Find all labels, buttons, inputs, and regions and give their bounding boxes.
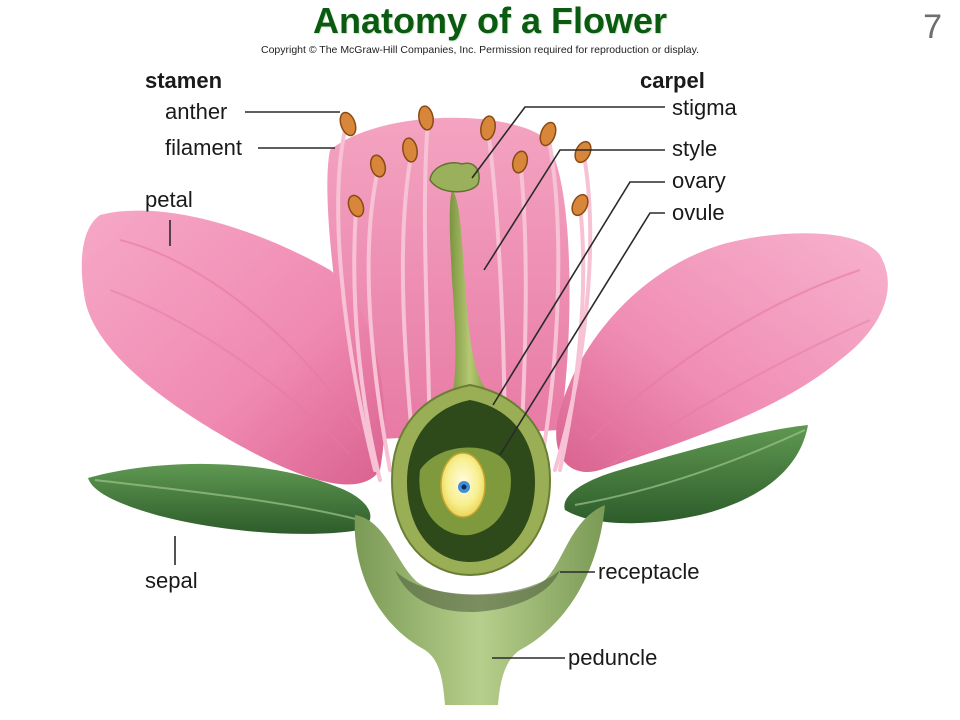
peduncle-label: peduncle bbox=[568, 645, 658, 670]
right-petal bbox=[556, 233, 888, 472]
petal-label: petal bbox=[145, 187, 193, 212]
receptacle-label: receptacle bbox=[598, 559, 700, 584]
anther-label: anther bbox=[165, 99, 228, 124]
sepal-label: sepal bbox=[145, 568, 198, 593]
stigma-shape bbox=[429, 162, 480, 193]
page-title: Anatomy of a Flower bbox=[312, 0, 668, 41]
style-shape bbox=[449, 190, 490, 395]
filament-label: filament bbox=[165, 135, 243, 160]
carpel-group-label: carpel bbox=[640, 68, 705, 93]
ovule-label: ovule bbox=[672, 200, 725, 225]
copyright-notice: Copyright © The McGraw-Hill Companies, I… bbox=[260, 44, 700, 56]
style-label: style bbox=[672, 136, 718, 161]
stigma-label: stigma bbox=[672, 95, 737, 120]
left-sepal bbox=[88, 463, 371, 534]
left-petal bbox=[81, 210, 385, 485]
leader-lines bbox=[169, 106, 665, 659]
ovary-label: ovary bbox=[672, 168, 726, 193]
page-number: 7 bbox=[923, 8, 942, 46]
right-sepal bbox=[564, 425, 808, 524]
back-petal bbox=[327, 117, 570, 440]
stamen-group-label: stamen bbox=[145, 68, 223, 93]
anthers bbox=[339, 105, 592, 218]
